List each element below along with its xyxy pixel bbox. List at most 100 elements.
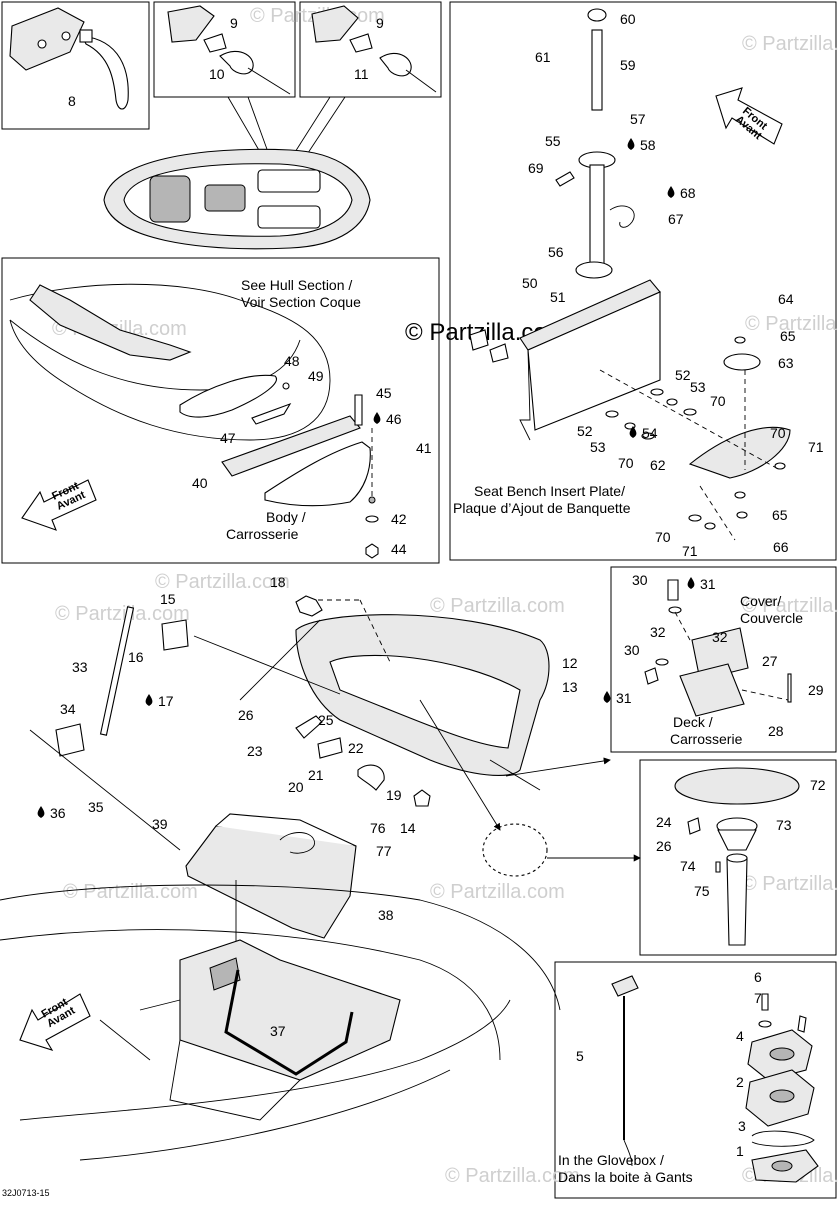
part-label-70: 70 — [618, 455, 634, 471]
storage-bin — [179, 939, 401, 1081]
base-hole — [771, 1160, 793, 1172]
panel-detail — [279, 832, 315, 854]
spring-clip-67 — [609, 205, 635, 228]
plate-break — [519, 349, 531, 441]
part-label-2: 2 — [736, 1074, 744, 1090]
screw — [489, 343, 509, 363]
tie-head — [79, 29, 93, 43]
part-label-1: 1 — [736, 1143, 744, 1159]
deck-line — [99, 999, 181, 1061]
washer — [650, 388, 664, 396]
part-label-35: 35 — [88, 799, 104, 815]
lubricant-drop-icon — [603, 691, 611, 703]
axis — [599, 369, 781, 471]
part-label-20: 20 — [288, 779, 304, 795]
glovebox-drawing — [611, 975, 819, 1183]
washer-32 — [668, 606, 682, 614]
nut-44 — [365, 543, 379, 559]
axis — [359, 599, 391, 663]
part-label-33: 33 — [72, 659, 88, 675]
part-label-50: 50 — [522, 275, 538, 291]
washer — [368, 496, 376, 504]
front-arrow-icon — [715, 87, 783, 145]
leader — [505, 757, 611, 777]
bracket-hole — [769, 1047, 795, 1061]
part-label-5: 5 — [576, 1048, 584, 1064]
bin-wall — [169, 1039, 301, 1121]
front-arrows — [19, 87, 783, 1051]
part-label-51: 51 — [550, 289, 566, 305]
part-label-70: 70 — [770, 425, 786, 441]
deck-edge — [29, 284, 192, 361]
seat-storage-drawing — [0, 595, 641, 1161]
axis — [674, 611, 691, 641]
part-label-54: 54 — [642, 425, 658, 441]
collar-56 — [575, 261, 613, 279]
table-top-72-drawing — [674, 767, 800, 805]
hole — [61, 31, 71, 41]
part-label-13: 13 — [562, 679, 578, 695]
watermark: © Partzilla.com — [155, 571, 290, 593]
washer — [734, 491, 746, 499]
part-label-57: 57 — [630, 111, 646, 127]
washer — [736, 511, 748, 519]
tie-loop — [379, 52, 412, 77]
caption-seat-plate-1: Seat Bench Insert Plate/ — [474, 483, 625, 499]
washer — [683, 408, 697, 416]
bin-detail — [209, 957, 241, 991]
watermark: © Partzilla.com — [745, 313, 838, 335]
part-label-53: 53 — [690, 379, 706, 395]
clip-inset-b — [311, 5, 437, 93]
part-label-59: 59 — [620, 57, 636, 73]
part-label-16: 16 — [128, 649, 144, 665]
striker-22-drawing — [317, 737, 343, 759]
pin-29-drawing — [787, 673, 792, 703]
clip-24 — [687, 817, 701, 835]
axis — [699, 485, 736, 541]
washer — [641, 432, 655, 440]
part-label-9: 9 — [230, 15, 238, 31]
caption-body-2: Carrosserie — [226, 526, 299, 542]
part-label-23: 23 — [247, 743, 263, 759]
lubricant-drop-icon — [627, 138, 635, 150]
tie-loop — [219, 50, 254, 75]
part-label-75: 75 — [694, 883, 710, 899]
hinge-27-drawing — [691, 627, 749, 681]
caption-hull-section-1: See Hull Section / — [241, 277, 352, 293]
watermark: © Partzilla.com — [55, 603, 190, 625]
part-label-74: 74 — [680, 858, 696, 874]
leg-top — [726, 853, 748, 863]
washer-7 — [758, 1020, 772, 1028]
tie-wrap-inset-box — [1, 1, 150, 130]
bracket-34-drawing — [55, 723, 85, 757]
part-label-69: 69 — [528, 160, 544, 176]
part-label-44: 44 — [391, 541, 407, 557]
part-label-47: 47 — [220, 430, 236, 446]
rivet-49 — [282, 382, 290, 390]
part-label-41: 41 — [416, 440, 432, 456]
panel-corner — [167, 5, 215, 43]
console — [204, 184, 246, 212]
tie-tail — [405, 69, 437, 93]
washer — [704, 522, 716, 530]
screw-30-drawing — [667, 579, 679, 601]
part-label-12: 12 — [562, 655, 578, 671]
bracket-hole — [769, 1089, 795, 1103]
part-label-4: 4 — [736, 1028, 744, 1044]
watermark: © Partzilla.com — [742, 33, 838, 55]
front-arrow-icon — [21, 479, 97, 531]
leader — [419, 699, 501, 831]
hinge-drawing — [644, 579, 792, 717]
table-drawing — [674, 767, 800, 946]
part-label-27: 27 — [762, 653, 778, 669]
part-label-70: 70 — [655, 529, 671, 545]
part-label-42: 42 — [391, 511, 407, 527]
diagram-code: 32J0713-15 — [2, 1188, 50, 1198]
leader — [247, 96, 269, 153]
leader — [289, 96, 331, 161]
post — [589, 164, 605, 266]
part-label-7: 7 — [754, 990, 762, 1006]
watermark: © Partzilla.com — [445, 1165, 580, 1187]
leg-75-drawing — [726, 857, 748, 946]
